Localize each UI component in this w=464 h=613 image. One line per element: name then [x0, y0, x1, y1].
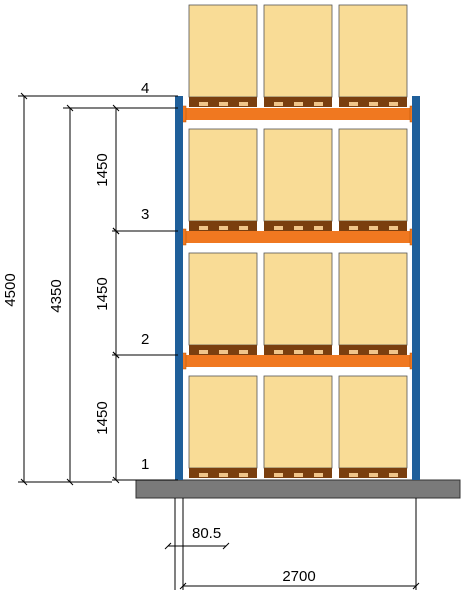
pallet-slot	[314, 102, 323, 106]
dimension-overall-height: 4500	[2, 273, 19, 306]
vertical-dimension-lines	[20, 92, 120, 486]
pallet-slot	[199, 226, 208, 230]
load-box	[188, 128, 258, 222]
pallet-slot	[314, 473, 323, 477]
pallet-slot	[294, 350, 303, 354]
pallet-deck	[264, 97, 332, 101]
pallet-slot	[219, 226, 228, 230]
pallet-slot	[389, 473, 398, 477]
dimension-bay-width: 2700	[282, 568, 315, 585]
pallet-slot	[239, 350, 248, 354]
pallet-slot	[219, 350, 228, 354]
dimension-level-spacing-3: 1450	[94, 153, 111, 186]
pallet-slot	[294, 226, 303, 230]
pallet-deck	[339, 97, 407, 101]
rack-beams	[178, 105, 418, 370]
load-box	[188, 4, 258, 98]
pallet-slot	[239, 473, 248, 477]
dimension-level-spacing-2: 1450	[94, 277, 111, 310]
pallet-slot	[219, 473, 228, 477]
pallet-slot	[369, 102, 378, 106]
level-reference-lines	[18, 95, 178, 483]
dimension-top-beam-height: 4350	[48, 279, 65, 312]
pallet-slot	[274, 473, 283, 477]
load-box	[338, 4, 408, 98]
horizontal-dimension-lines	[164, 498, 420, 590]
pallet-slot	[349, 102, 358, 106]
load-box	[338, 128, 408, 222]
load-box	[188, 375, 258, 469]
beam-level-2	[179, 108, 417, 120]
dimension-level-spacing-1: 1450	[94, 401, 111, 434]
pallet-slot	[274, 350, 283, 354]
load-box	[263, 4, 333, 98]
pallet-slot	[369, 350, 378, 354]
pallet-slot	[239, 102, 248, 106]
beam-level-3	[179, 231, 417, 243]
pallet-deck	[189, 345, 257, 349]
pallet-slot	[389, 226, 398, 230]
load-box	[263, 252, 333, 346]
pallet-deck	[189, 221, 257, 225]
pallet-slot	[219, 102, 228, 106]
pallet-deck	[264, 345, 332, 349]
level-label-2: 2	[141, 331, 149, 348]
pallet-slot	[199, 473, 208, 477]
pallet-slot	[294, 473, 303, 477]
pallet-loads	[188, 4, 408, 478]
pallet-slot	[274, 102, 283, 106]
level-label-3: 3	[141, 206, 149, 223]
pallet-slot	[274, 226, 283, 230]
floor-slab	[135, 479, 461, 499]
left-upright	[175, 96, 183, 480]
load-box	[338, 375, 408, 469]
pallet-slot	[349, 350, 358, 354]
pallet-slot	[389, 350, 398, 354]
pallet-slot	[199, 350, 208, 354]
pallet-slot	[369, 473, 378, 477]
load-box	[188, 252, 258, 346]
pallet-deck	[189, 97, 257, 101]
load-box	[263, 128, 333, 222]
level-label-1: 1	[141, 456, 149, 473]
pallet-slot	[314, 350, 323, 354]
beam-level-4	[179, 355, 417, 367]
pallet-deck	[339, 221, 407, 225]
load-box	[338, 252, 408, 346]
pallet-slot	[349, 473, 358, 477]
pallet-slot	[314, 226, 323, 230]
pallet-slot	[294, 102, 303, 106]
pallet-deck	[339, 345, 407, 349]
pallet-deck	[264, 468, 332, 472]
pallet-deck	[189, 468, 257, 472]
pallet-slot	[199, 102, 208, 106]
pallet-slot	[239, 226, 248, 230]
right-upright	[412, 96, 420, 480]
pallet-slot	[369, 226, 378, 230]
level-label-4: 4	[141, 80, 149, 97]
pallet-deck	[264, 221, 332, 225]
pallet-slot	[389, 102, 398, 106]
load-box	[263, 375, 333, 469]
pallet-deck	[339, 468, 407, 472]
pallet-slot	[349, 226, 358, 230]
dimension-upright-width: 80.5	[192, 525, 221, 542]
